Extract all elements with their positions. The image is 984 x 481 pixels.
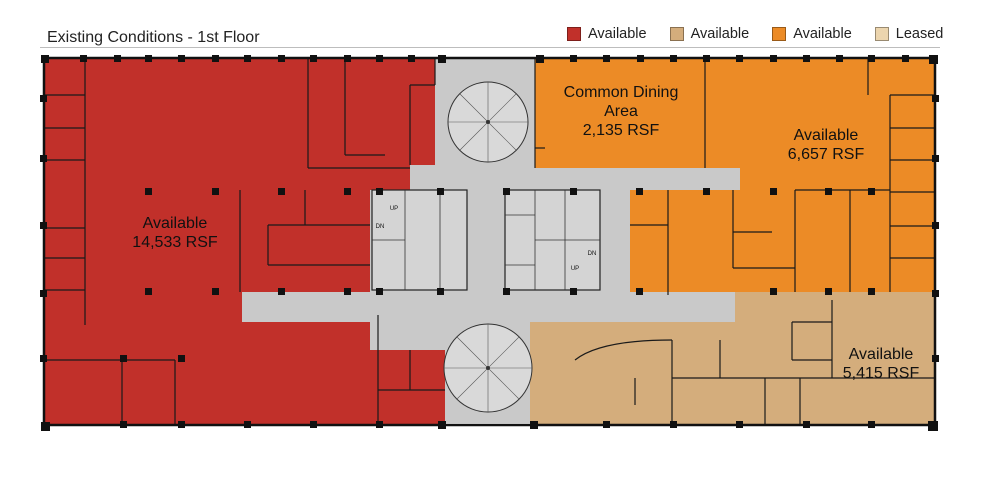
- structural-columns: [40, 55, 939, 431]
- legend-label: Available: [793, 26, 852, 42]
- legend-item: Available: [567, 26, 647, 42]
- space-east-south-status: Available: [849, 346, 914, 363]
- stair-label: UP: [390, 206, 398, 212]
- legend-swatch: [567, 27, 581, 41]
- corridor-north: [410, 168, 740, 190]
- space-dining-name-line2: Area: [604, 103, 638, 120]
- stair-label: DN: [588, 251, 597, 257]
- page-title: Existing Conditions - 1st Floor: [47, 29, 260, 46]
- space-east-north-status: Available: [794, 127, 859, 144]
- stair-label: UP: [571, 266, 579, 272]
- space-dining[interactable]: [535, 58, 705, 168]
- legend-item: Available: [772, 26, 852, 42]
- legend: Available Available Available Leased: [567, 26, 943, 42]
- corridor-horizontal: [242, 292, 735, 322]
- legend-label: Available: [588, 26, 647, 42]
- legend-swatch: [772, 27, 787, 41]
- legend-label: Available: [690, 26, 750, 42]
- space-east-south[interactable]: [530, 292, 935, 425]
- legend-label: Leased: [895, 26, 944, 42]
- space-west-area: 14,533 RSF: [132, 234, 218, 251]
- legend-swatch: [874, 27, 889, 41]
- legend-item: Leased: [874, 26, 944, 42]
- space-east-north-area: 6,657 RSF: [788, 146, 865, 163]
- title-divider: [40, 47, 940, 48]
- building-outline: [42, 56, 937, 427]
- space-west-status: Available: [143, 215, 208, 232]
- space-east-south-area: 5,415 RSF: [843, 365, 920, 382]
- space-dining-area: 2,135 RSF: [583, 122, 660, 139]
- stair-label: DN: [376, 224, 385, 230]
- legend-swatch: [669, 27, 684, 41]
- interior-walls: [44, 57, 935, 425]
- legend-item: Available: [669, 26, 750, 42]
- space-east-north[interactable]: [630, 58, 935, 295]
- space-dining-name-line1: Common Dining: [564, 84, 679, 101]
